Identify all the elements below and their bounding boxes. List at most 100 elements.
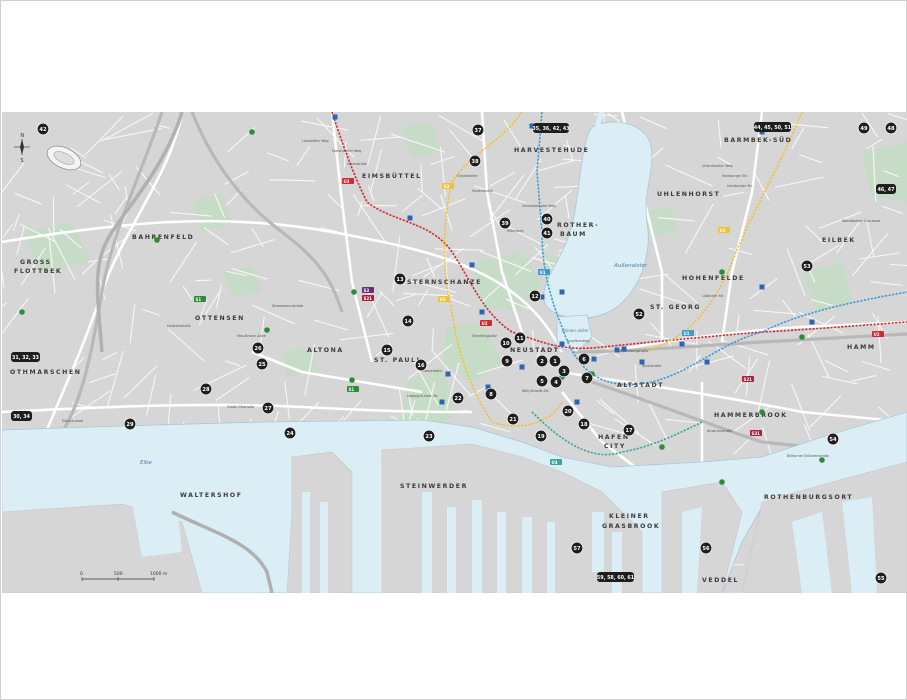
s-bahn-icon — [249, 129, 255, 135]
poi-marker-49[interactable]: 49 — [857, 121, 871, 135]
poi-marker-53[interactable]: 53 — [800, 259, 814, 273]
poi-marker-22[interactable]: 22 — [451, 391, 465, 405]
poi-marker-13[interactable]: 13 — [393, 272, 407, 286]
line-badge-u2: U2 — [872, 331, 884, 337]
poi-number: 27 — [264, 406, 272, 412]
poi-marker-41[interactable]: 41 — [540, 226, 554, 240]
u-bahn-icon — [809, 319, 815, 325]
poi-marker-21[interactable]: 21 — [506, 412, 520, 426]
s-bahn-icon — [719, 479, 725, 485]
district-label-gross-flottbek-1: GROSS — [20, 259, 52, 266]
u-bahn-icon — [539, 294, 545, 300]
compass-icon: N S — [14, 133, 30, 164]
street-label: Ludwig-Erhard-Str. — [407, 394, 438, 398]
s-bahn-icon — [154, 237, 160, 243]
street-label: Lübecker Str. — [702, 294, 724, 298]
poi-number: 26 — [254, 346, 262, 352]
poi-marker-27[interactable]: 27 — [261, 401, 275, 415]
poi-marker-25[interactable]: 25 — [255, 357, 269, 371]
poi-marker-6[interactable]: 6 — [577, 352, 591, 366]
poi-group-marker[interactable]: 44, 45, 50, 51 — [754, 122, 791, 132]
poi-number: 1 — [553, 359, 557, 365]
s-bahn-icon — [264, 327, 270, 333]
poi-marker-12[interactable]: 12 — [528, 289, 542, 303]
poi-markers[interactable]: 1234567891011121314151617181920212223242… — [36, 121, 898, 585]
poi-marker-37[interactable]: 37 — [471, 123, 485, 137]
district-label-hafencity-1: HAFEN — [598, 434, 630, 441]
poi-marker-11[interactable]: 11 — [513, 331, 527, 345]
u-bahn-icon — [332, 114, 338, 120]
district-label-neustadt: NEUSTADT — [510, 347, 560, 354]
poi-marker-48[interactable]: 48 — [884, 121, 898, 135]
poi-marker-16[interactable]: 16 — [414, 358, 428, 372]
street-label: Mönckebergstraße — [617, 349, 648, 353]
poi-marker-42[interactable]: 42 — [36, 122, 50, 136]
poi-marker-18[interactable]: 18 — [577, 417, 591, 431]
street-label: Hallerstraße — [472, 189, 493, 193]
poi-marker-54[interactable]: 54 — [826, 432, 840, 446]
poi-group-marker[interactable]: 59, 58, 60, 61 — [597, 572, 634, 582]
poi-number: 49 — [860, 126, 868, 132]
street-label: Mittelweg — [507, 229, 524, 233]
poi-number: 3 — [562, 369, 566, 375]
poi-group-label: 35, 36, 42, 43 — [532, 126, 569, 132]
poi-marker-39[interactable]: 39 — [498, 216, 512, 230]
poi-group-marker[interactable]: 30, 34 — [11, 411, 32, 421]
poi-group-marker[interactable]: 35, 36, 42, 43 — [532, 123, 570, 133]
poi-marker-2[interactable]: 2 — [535, 354, 549, 368]
poi-number: 48 — [887, 126, 895, 132]
district-label-hammerbrook: HAMMERBROOK — [714, 412, 788, 419]
poi-marker-26[interactable]: 26 — [251, 341, 265, 355]
line-badge-s1: S1 — [194, 296, 206, 302]
poi-number: 52 — [635, 312, 643, 318]
poi-marker-9[interactable]: 9 — [500, 354, 514, 368]
poi-marker-29[interactable]: 29 — [123, 417, 137, 431]
poi-number: 8 — [489, 392, 493, 398]
poi-marker-52[interactable]: 52 — [632, 307, 646, 321]
poi-marker-20[interactable]: 20 — [561, 404, 575, 418]
district-label-gross-flottbek-2: FLOTTBEK — [14, 268, 62, 275]
line-badge-u1: U1 — [682, 330, 694, 336]
poi-marker-23[interactable]: 23 — [422, 429, 436, 443]
poi-group-marker[interactable]: 31, 32, 33 — [11, 352, 40, 362]
poi-marker-24[interactable]: 24 — [283, 426, 297, 440]
poi-group-markers[interactable]: 31, 32, 33 30, 34 35, 36, 42, 43 44, 45, 50… — [11, 122, 896, 582]
poi-marker-10[interactable]: 10 — [499, 336, 513, 350]
u-bahn-icon — [407, 215, 413, 221]
poi-marker-28[interactable]: 28 — [199, 382, 213, 396]
poi-marker-7[interactable]: 7 — [580, 371, 594, 385]
poi-number: 57 — [573, 546, 581, 552]
poi-marker-38[interactable]: 38 — [468, 154, 482, 168]
street-label: Max-Brauer-Allee — [237, 334, 266, 338]
scale-bar: 0 500 1000 m — [80, 571, 167, 581]
poi-number: 9 — [505, 359, 509, 365]
poi-marker-15[interactable]: 15 — [380, 343, 394, 357]
poi-marker-5[interactable]: 5 — [535, 374, 549, 388]
poi-marker-1[interactable]: 1 — [548, 354, 562, 368]
poi-marker-19[interactable]: 19 — [534, 429, 548, 443]
alster-channel — [594, 112, 605, 128]
poi-marker-14[interactable]: 14 — [401, 314, 415, 328]
poi-marker-40[interactable]: 40 — [540, 212, 554, 226]
poi-number: 39 — [501, 221, 509, 227]
poi-marker-57[interactable]: 57 — [570, 541, 584, 555]
poi-group-marker[interactable]: 46, 47 — [876, 184, 896, 194]
poi-group-label: 46, 47 — [878, 187, 895, 193]
poi-marker-3[interactable]: 3 — [557, 364, 571, 378]
street-label: Grindelallee — [457, 174, 477, 178]
scale-end: 1000 m — [150, 571, 167, 577]
district-label-barmbek-sued: BARMBEK-SÜD — [724, 135, 792, 144]
poi-marker-56[interactable]: 56 — [699, 541, 713, 555]
poi-number: 24 — [286, 431, 294, 437]
s-bahn-icon — [351, 289, 357, 295]
poi-marker-4[interactable]: 4 — [549, 375, 563, 389]
poi-marker-55[interactable]: 55 — [874, 571, 888, 585]
poi-marker-17[interactable]: 17 — [622, 423, 636, 437]
poi-number: 18 — [580, 422, 588, 428]
poi-number: 12 — [531, 294, 539, 300]
poi-marker-8[interactable]: 8 — [484, 387, 498, 401]
poi-number: 14 — [404, 319, 412, 325]
station-icons — [19, 114, 825, 485]
